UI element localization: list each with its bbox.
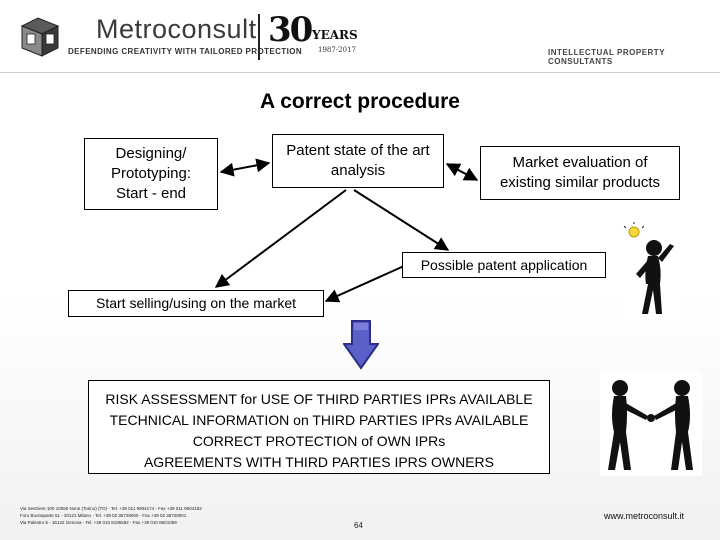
header-divider bbox=[258, 14, 260, 60]
risk-assessment-box: RISK ASSESSMENT for USE OF THIRD PARTIES… bbox=[88, 380, 550, 474]
patent-state-box: Patent state of the art analysis bbox=[272, 134, 444, 188]
possible-patent-box: Possible patent application bbox=[402, 252, 606, 278]
start-selling-box: Start selling/using on the market bbox=[68, 290, 324, 317]
arrow-patent-possible bbox=[353, 189, 450, 251]
metroconsult-logo-icon bbox=[18, 12, 66, 60]
arrow-designing-patent bbox=[219, 158, 271, 177]
website-link[interactable]: www.metroconsult.it bbox=[604, 511, 685, 521]
arrow-patent-market bbox=[445, 163, 479, 181]
header-separator bbox=[0, 72, 720, 73]
arrow-patent-selling bbox=[214, 189, 347, 288]
footer-address: Via Sestriere 100 10060 None (Torino) (T… bbox=[20, 506, 202, 526]
market-evaluation-box: Market evaluation of existing similar pr… bbox=[480, 146, 680, 200]
footer-address-line: Foro Buonaparte 51 - 20121 Milano - Tel.… bbox=[20, 512, 187, 518]
stick-figure-lightbulb-icon bbox=[620, 222, 682, 320]
anniversary-range: 1987-2017 bbox=[318, 46, 356, 54]
risk-line-1: RISK ASSESSMENT for USE OF THIRD PARTIES… bbox=[105, 391, 533, 407]
footer-address-line: Via Sestriere 100 10060 None (Torino) (T… bbox=[20, 506, 202, 511]
page-number: 64 bbox=[354, 521, 363, 530]
designing-box: Designing/ Prototyping: Start - end bbox=[84, 138, 218, 210]
risk-line-2: TECHNICAL INFORMATION on THIRD PARTIES I… bbox=[109, 412, 529, 428]
risk-line-4: AGREEMENTS WITH THIRD PARTIES IPRS OWNER… bbox=[143, 454, 495, 470]
anniversary-number: 30 bbox=[268, 10, 313, 50]
patent-state-line-1: Patent state of the art bbox=[286, 142, 430, 159]
company-tagline: DEFENDING CREATIVITY WITH TAILORED PROTE… bbox=[68, 47, 302, 56]
market-evaluation-line-1: Market evaluation of bbox=[512, 153, 648, 171]
designing-line-3: Start - end bbox=[115, 185, 187, 203]
patent-state-line-2: analysis bbox=[330, 162, 386, 180]
risk-line-3: CORRECT PROTECTION of OWN IPRs bbox=[192, 433, 446, 449]
designing-line-2: Prototyping: bbox=[110, 164, 192, 182]
stick-figures-handshake-icon bbox=[600, 372, 702, 476]
header-tagline-right: INTELLECTUAL PROPERTY CONSULTANTS bbox=[548, 48, 665, 66]
anniversary-label: YEARS bbox=[312, 28, 358, 42]
down-arrow-icon bbox=[342, 320, 380, 370]
footer-address-line: Via Palestro 5 - 16122 Genova - Tel. +39… bbox=[20, 519, 177, 525]
arrow-possible-selling bbox=[324, 265, 405, 303]
market-evaluation-line-2: existing similar products bbox=[499, 174, 661, 191]
designing-line-1: Designing/ bbox=[115, 144, 187, 162]
company-name: Metroconsult bbox=[96, 14, 257, 44]
slide-title: A correct procedure bbox=[260, 90, 460, 113]
